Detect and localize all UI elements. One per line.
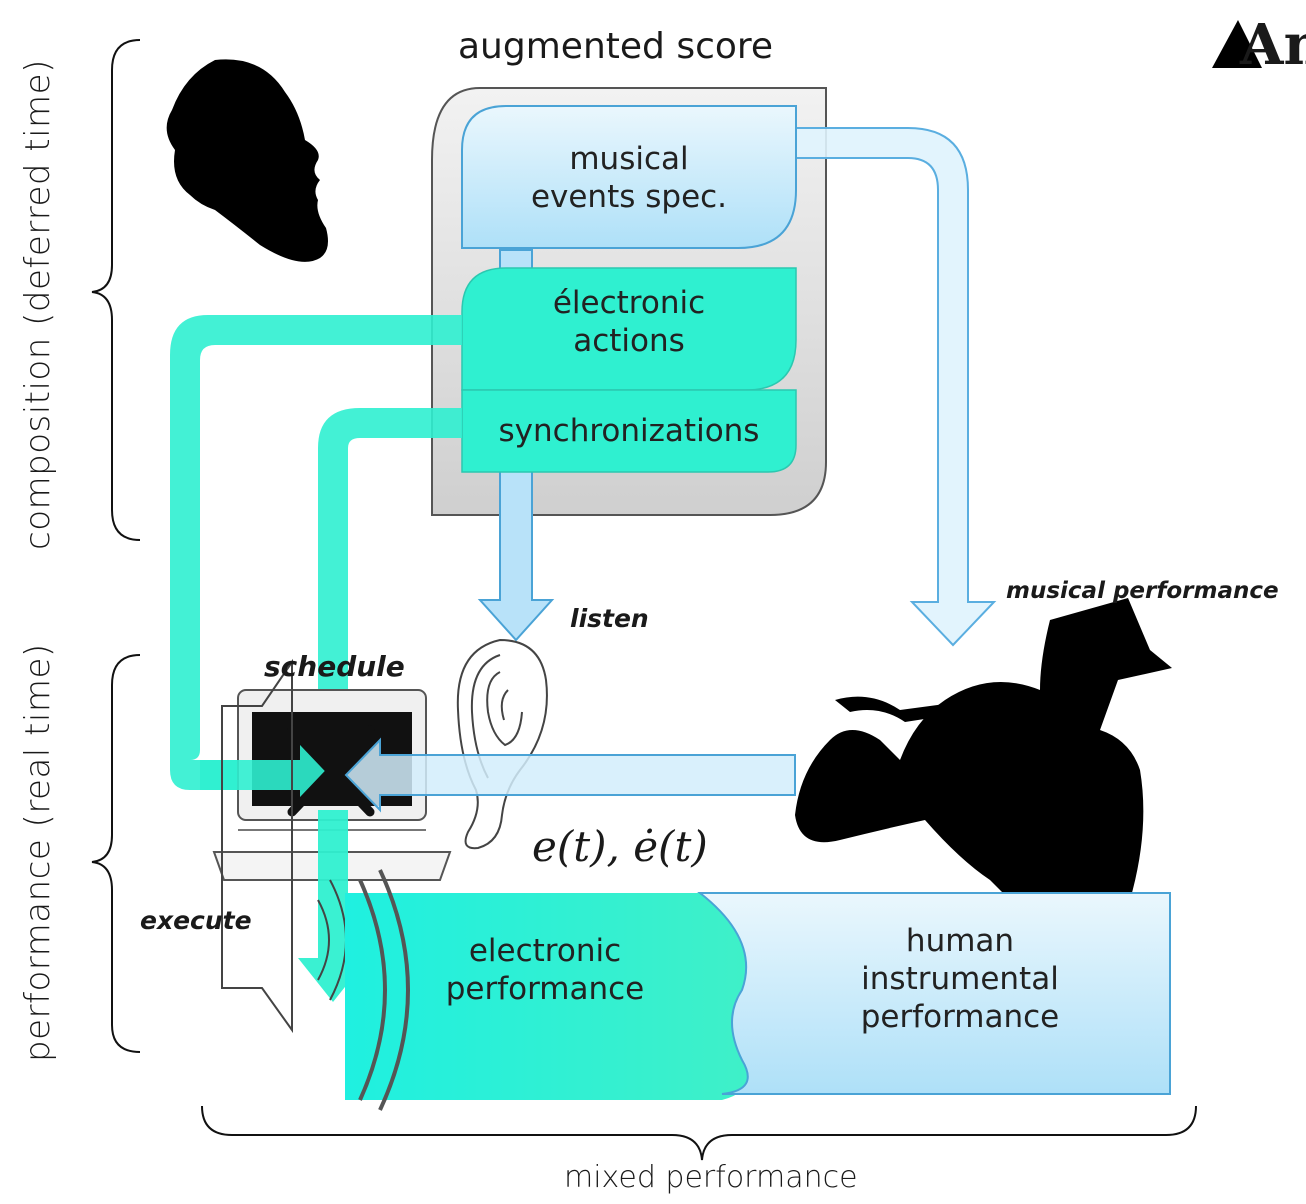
electronic-performance-box [345, 893, 748, 1100]
mixed-performance-label: mixed performance [564, 1160, 858, 1195]
page-title: augmented score [458, 26, 774, 67]
performance-feedback-arrow [344, 737, 796, 813]
composer-silhouette-icon [166, 59, 328, 262]
human-performance-line3: performance [860, 999, 1060, 1035]
events-to-performer-arrow [789, 127, 997, 647]
musical-events-line1: musical [569, 141, 689, 177]
actions-to-scheduler-path [170, 315, 462, 790]
synchronizations-box [461, 389, 797, 473]
composition-label: composition (deferred time) [18, 59, 58, 550]
musical-performance-label: musical performance [1006, 578, 1279, 604]
composition-brace [91, 39, 141, 541]
performance-brace [91, 654, 141, 1053]
musical-events-box [461, 105, 797, 249]
logo-text: An [1240, 12, 1306, 78]
musical-events-line2: events spec. [530, 179, 728, 215]
equation-label: e(t), ė(t) [532, 822, 708, 871]
electronic-actions-label: électronic actions [462, 284, 796, 360]
electronic-performance-label: electronic performance [400, 932, 690, 1008]
performance-label: performance (real time) [18, 643, 58, 1062]
ear-icon [456, 638, 548, 850]
logo-icon [1212, 20, 1262, 68]
scheduler-cross-icon [287, 725, 375, 817]
electronic-performance-line1: electronic [468, 933, 622, 969]
listen-label: listen [570, 604, 649, 633]
electronic-actions-line1: électronic [552, 285, 706, 321]
schedule-label: schedule [264, 650, 405, 683]
schedule-in-arrow [200, 740, 330, 810]
execute-arrow [298, 810, 368, 1002]
electronic-performance-line2: performance [445, 971, 645, 1007]
synchronizations-label: synchronizations [498, 413, 760, 449]
human-performance-label: human instrumental performance [800, 922, 1120, 1036]
sound-waves-icon [358, 869, 410, 1111]
musical-events-label: musical events spec. [462, 140, 796, 216]
mixed-performance-brace [201, 1105, 1197, 1161]
human-performance-box [697, 892, 1171, 1095]
electronic-actions-line2: actions [573, 323, 685, 359]
saxophonist-silhouette-icon [795, 598, 1172, 988]
execute-label: execute [140, 906, 252, 935]
human-performance-line1: human [905, 923, 1015, 959]
human-performance-line2: instrumental [861, 961, 1059, 997]
